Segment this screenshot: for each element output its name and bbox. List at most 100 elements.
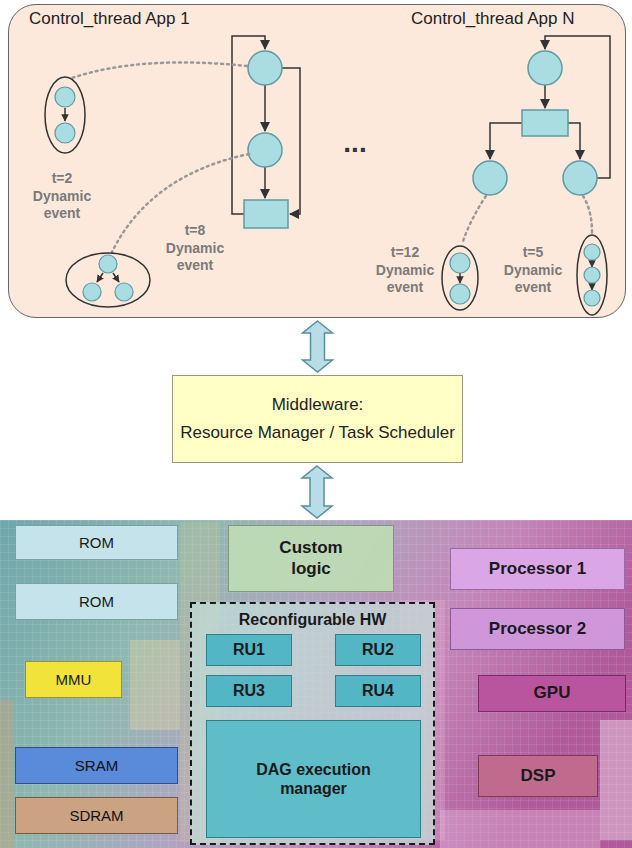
task-circle bbox=[115, 283, 133, 301]
reconfigurable-region-text: Reconfigurable HW bbox=[192, 610, 433, 629]
event-time: t=8 bbox=[165, 222, 225, 239]
event-label: Dynamic event bbox=[27, 188, 97, 222]
dsp-block-text: DSP bbox=[521, 766, 556, 786]
processor-block: Processor 2 bbox=[450, 608, 625, 650]
task-circle bbox=[248, 51, 282, 85]
branch-box bbox=[244, 200, 288, 228]
sdram-block-text: SDRAM bbox=[69, 807, 123, 825]
task-circle bbox=[584, 267, 600, 283]
event-time: t=12 bbox=[375, 244, 435, 261]
processor-block: Processor 1 bbox=[450, 548, 625, 590]
task-circle bbox=[55, 123, 75, 143]
sdram-block: SDRAM bbox=[15, 797, 178, 834]
control-graph bbox=[232, 36, 300, 214]
event-time: t=5 bbox=[503, 244, 563, 261]
event-time: t=2 bbox=[32, 170, 92, 187]
dotted-link bbox=[112, 154, 249, 252]
task-circle bbox=[528, 51, 562, 85]
gpu-block: GPU bbox=[478, 675, 626, 712]
ellipsis: ... bbox=[325, 128, 385, 158]
mmu-block-text: MMU bbox=[56, 671, 92, 689]
task-circle bbox=[450, 284, 470, 304]
die-texture bbox=[0, 520, 632, 848]
graph-nodes bbox=[473, 51, 597, 195]
panel-fill bbox=[8, 4, 626, 318]
task-circle bbox=[584, 290, 600, 306]
rom-block-text: ROM bbox=[79, 593, 114, 611]
rom-block-text: ROM bbox=[79, 534, 114, 552]
task-circle bbox=[55, 87, 75, 107]
gpu-block-text: GPU bbox=[534, 683, 571, 703]
flow-line bbox=[591, 283, 593, 290]
ru-block: RU2 bbox=[335, 634, 421, 666]
dynamic-links bbox=[72, 62, 249, 252]
double-arrow bbox=[302, 466, 332, 518]
event-label: Dynamic event bbox=[160, 240, 230, 274]
custom-logic-block-text: Custom logic bbox=[269, 538, 353, 579]
control-panel-text: Control_thread App 1 bbox=[29, 9, 190, 29]
ru-block: RU4 bbox=[335, 675, 421, 707]
task-circle bbox=[584, 244, 600, 260]
control-graph bbox=[490, 36, 610, 178]
ru-block: RU3 bbox=[206, 675, 292, 707]
dotted-link bbox=[72, 62, 247, 78]
graph-nodes bbox=[244, 51, 288, 228]
dotted-link bbox=[462, 196, 486, 244]
flow-line bbox=[591, 260, 593, 267]
flow-line bbox=[64, 108, 66, 121]
middleware-box-text: Middleware: bbox=[272, 395, 364, 415]
ru-block-text: RU3 bbox=[233, 681, 265, 700]
flow-line bbox=[544, 85, 546, 108]
dynamic-links bbox=[462, 196, 592, 244]
mmu-block: MMU bbox=[25, 661, 122, 698]
flow-line bbox=[264, 85, 266, 131]
cluster-ellipse bbox=[66, 253, 150, 307]
flow-line bbox=[97, 273, 103, 282]
rom-block: ROM bbox=[15, 525, 178, 560]
flow-line bbox=[490, 123, 522, 159]
cluster-ellipse bbox=[45, 77, 85, 153]
ru-block-text: RU4 bbox=[362, 681, 394, 700]
die-block bbox=[440, 810, 600, 848]
event-label: Dynamic event bbox=[498, 262, 568, 296]
middleware-box: Middleware: Resource Manager / Task Sched… bbox=[172, 375, 463, 463]
event-cluster bbox=[442, 235, 607, 315]
dag-manager-block-text: DAG execution manager bbox=[244, 760, 384, 798]
flow-line bbox=[459, 273, 461, 283]
double-arrow bbox=[303, 321, 333, 372]
dag-manager-block: DAG execution manager bbox=[206, 720, 421, 838]
task-circle bbox=[450, 253, 470, 273]
sram-block-text: SRAM bbox=[75, 757, 118, 775]
custom-logic-block: Custom logic bbox=[228, 525, 394, 592]
flow-line bbox=[568, 123, 580, 159]
rom-block: ROM bbox=[15, 583, 178, 620]
task-circle bbox=[83, 283, 101, 301]
task-circle bbox=[248, 133, 282, 167]
ru-block-text: RU1 bbox=[233, 640, 265, 659]
flow-line bbox=[264, 167, 266, 198]
chip-die bbox=[0, 520, 632, 848]
task-circle bbox=[99, 255, 117, 273]
cluster-nodes bbox=[450, 244, 600, 306]
flow-line bbox=[113, 273, 119, 282]
middleware-box-text: Resource Manager / Task Scheduler bbox=[180, 423, 455, 443]
ru-block-text: RU2 bbox=[362, 640, 394, 659]
processor-block-text: Processor 2 bbox=[489, 619, 586, 639]
branch-box bbox=[522, 110, 568, 136]
die-block bbox=[0, 700, 14, 848]
sram-block: SRAM bbox=[15, 747, 178, 784]
die-block bbox=[130, 640, 180, 730]
flow-line bbox=[282, 68, 300, 214]
reconfigurable-region: Reconfigurable HW RU1 RU2RU3 RU4DAG executi… bbox=[190, 602, 435, 845]
event-label: Dynamic event bbox=[370, 262, 440, 296]
die-block bbox=[600, 720, 632, 840]
processor-block-text: Processor 1 bbox=[489, 559, 586, 579]
ru-block: RU1 bbox=[206, 634, 292, 666]
control-panel-text: Control_thread App N bbox=[411, 9, 575, 29]
cluster-ellipse bbox=[442, 246, 478, 310]
cluster-ellipse bbox=[577, 235, 607, 315]
dsp-block: DSP bbox=[478, 755, 598, 797]
task-circle bbox=[473, 161, 507, 195]
dotted-link bbox=[583, 196, 592, 233]
